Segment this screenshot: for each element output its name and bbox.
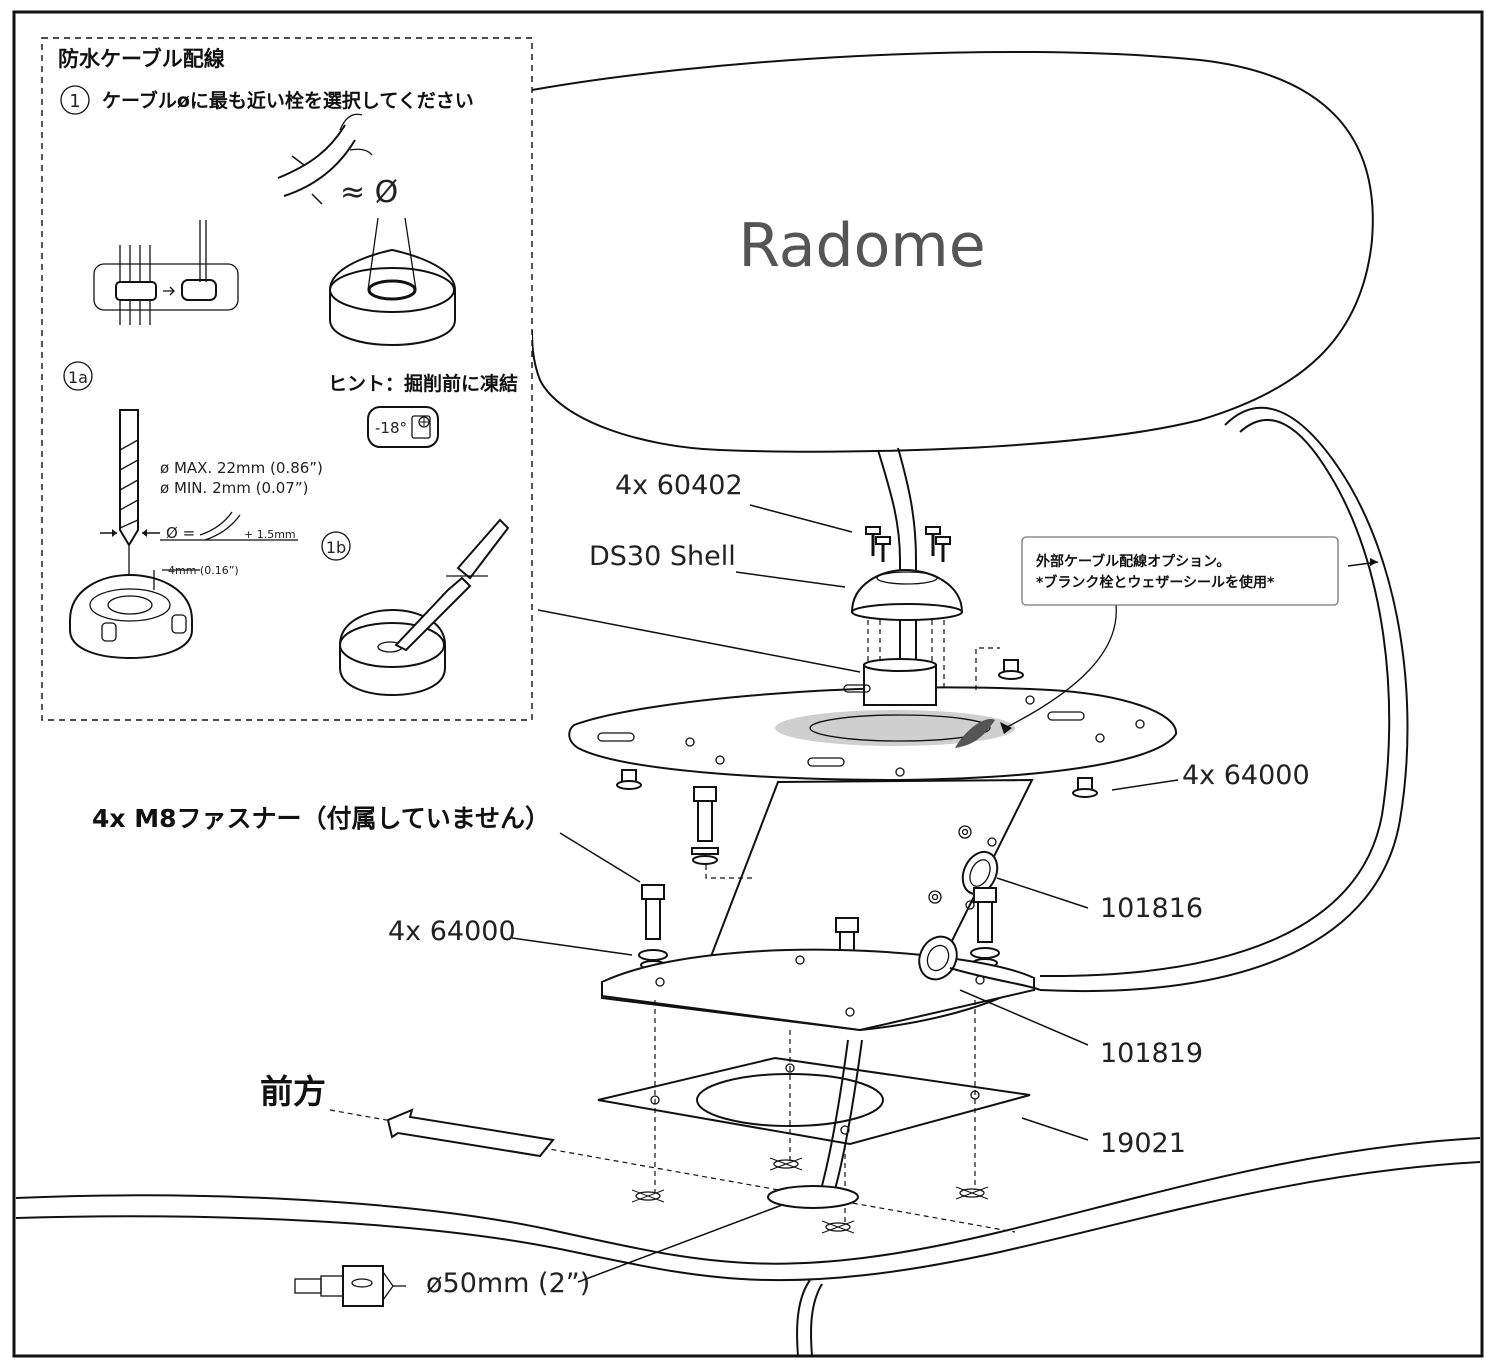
gasket-19021 <box>597 1056 1031 1146</box>
cable-bottom <box>796 1279 811 1357</box>
knife-plug-illustration <box>339 518 510 697</box>
label-washers-bottom: 4x 64000 <box>388 916 516 947</box>
cable-bottom-b <box>810 1283 823 1357</box>
radome <box>531 50 1374 453</box>
base-plate <box>601 948 1036 1032</box>
step1-number: 1 <box>69 91 80 112</box>
step1b-circle <box>321 531 351 561</box>
step1a-circle <box>63 361 93 391</box>
external-cable <box>1039 406 1409 992</box>
label-washers-top: 4x 64000 <box>1182 760 1310 791</box>
depth-mm: 4mm (0.16”) <box>168 564 239 577</box>
inset-title: 防水ケーブル配線 <box>58 47 225 71</box>
top-mount-plate <box>568 658 1178 782</box>
cable-diameter-illustration <box>277 113 373 205</box>
step1-text: ケーブルøに最も近い栓を選択してください <box>102 89 474 112</box>
front-arrow <box>386 1108 555 1158</box>
grommet-cable <box>949 967 1041 991</box>
plus-mm: + 1.5mm <box>244 528 296 541</box>
internal-cable <box>877 449 901 700</box>
diameter-eq: Ø = <box>166 524 195 542</box>
screws-60402 <box>865 526 951 562</box>
freeze-badge <box>367 406 439 448</box>
drill-bit-illustration <box>100 409 298 600</box>
front-label: 前方 <box>260 1072 326 1111</box>
step1-circle <box>60 85 90 115</box>
outer-frame <box>12 10 1484 1358</box>
cable-through-b <box>831 1039 863 1201</box>
grommet-101819 <box>918 935 958 981</box>
grommet-101816 <box>961 850 999 896</box>
mounting-surface-edge <box>15 1161 1481 1282</box>
radome-label: Radome <box>738 211 985 281</box>
label-ds30-shell: DS30 Shell <box>589 541 736 572</box>
internal-cable-b <box>897 447 917 700</box>
drill-max: ø MAX. 22mm (0.86”) <box>160 459 323 477</box>
drill-min: ø MIN. 2mm (0.07”) <box>160 479 308 497</box>
dash-bolt <box>705 865 752 879</box>
ds30-shell <box>850 568 964 621</box>
hole-size-label: ø50mm (2”) <box>426 1268 590 1299</box>
approx-symbol: ≈ Ø <box>340 175 398 210</box>
label-101816: 101816 <box>1100 893 1203 924</box>
plug-illustration <box>329 217 456 347</box>
external-callout-line1: 外部ケーブル配線オプション。 <box>1036 553 1230 570</box>
drilled-plug-illustration <box>69 569 200 660</box>
external-callout-line2: *ブランク栓とウェザーシールを使用* <box>1036 574 1275 591</box>
label-19021: 19021 <box>1100 1128 1186 1159</box>
step1a-label: 1a <box>68 368 88 387</box>
step1b-label: 1b <box>326 538 346 557</box>
drill-marks <box>631 1157 989 1234</box>
label-screws-60402: 4x 60402 <box>615 470 743 501</box>
dash-spacer <box>975 647 1000 690</box>
label-101819: 101819 <box>1100 1038 1203 1069</box>
external-cable-inner <box>1039 419 1391 978</box>
plug-strip-icon <box>93 220 239 325</box>
label-m8-fasteners: 4x M8ファスナー（付属していません） <box>92 804 550 833</box>
hole-saw-icon <box>294 1265 406 1307</box>
front-axis-line <box>329 1109 1016 1233</box>
freeze-temp: -18° <box>375 419 407 437</box>
external-callout-box <box>1021 536 1339 606</box>
freezer-icon <box>411 415 431 439</box>
mounting-surface <box>15 1137 1481 1265</box>
leader-lines <box>511 504 1379 1283</box>
hint-text: ヒント：掘削前に凍結 <box>328 372 518 395</box>
